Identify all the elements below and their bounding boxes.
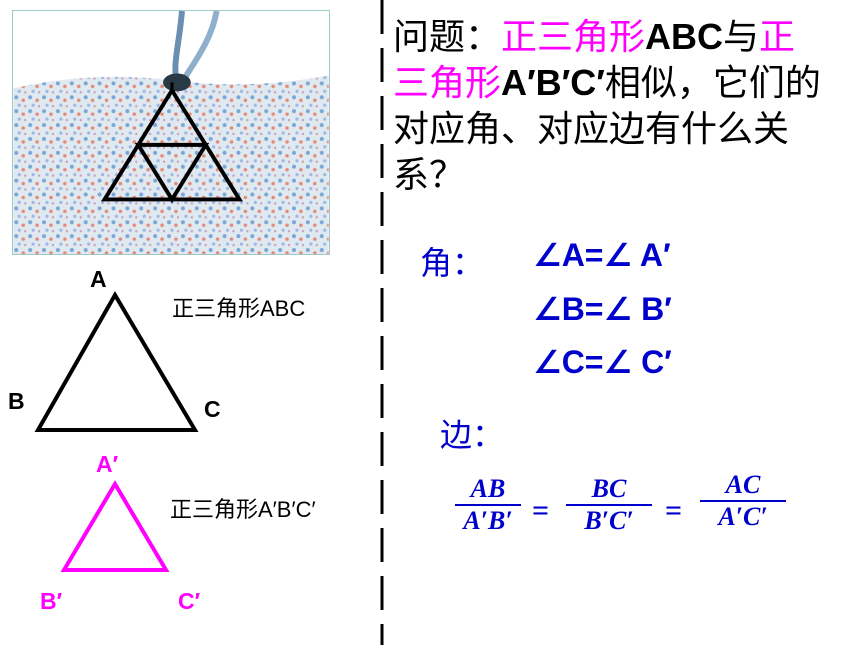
fraction-ac: AC A′C′	[700, 470, 786, 532]
vertex-b-label: B	[8, 388, 25, 414]
question-abc: ABC	[645, 16, 724, 57]
angle-line-c: ∠C=∠ C′	[533, 344, 672, 380]
fraction-ab-numerator: AB	[470, 474, 506, 503]
fraction-bc-numerator: BC	[591, 474, 627, 503]
question-rest: 相似，它们的	[604, 62, 821, 103]
question-line-3: 对应角、对应边有什么关	[393, 108, 790, 149]
question-text: 问题：正三角形ABC与正 三角形A′B′C′相似，它们的 对应角、对应边有什么关…	[393, 14, 853, 198]
fraction-bc: BC B′C′	[566, 474, 652, 536]
fraction-bc-denominator: B′C′	[584, 506, 634, 535]
question-triangle-2-start: 正	[759, 16, 796, 57]
fraction-ac-bar	[700, 500, 786, 502]
fraction-ac-numerator: AC	[725, 470, 761, 499]
fraction-ab-denominator: A′B′	[463, 506, 513, 535]
vertex-a-label: A	[90, 266, 107, 292]
question-abc-prime: A′B′C′	[501, 62, 605, 103]
vertex-b-prime-label: B′	[40, 588, 63, 614]
vertex-c-label: C	[204, 396, 221, 422]
angles-label: 角：	[420, 245, 485, 281]
angle-line-b: ∠B=∠ B′	[533, 291, 672, 327]
caption-triangle-abc: 正三角形ABC	[172, 296, 306, 321]
question-triangle-2-end: 三角形	[393, 62, 502, 103]
fraction-bc-bar	[566, 504, 652, 506]
equals-sign-2: =	[665, 494, 683, 527]
triangle-a-prime-b-prime-c-prime	[60, 480, 170, 572]
sides-label: 边：	[440, 417, 505, 453]
equals-sign-1: =	[532, 494, 550, 527]
vertical-divider	[380, 0, 384, 645]
pendant-photo	[12, 10, 330, 255]
triangle-abc	[34, 291, 199, 432]
caption-triangle-a-prime-b-prime-c-prime: 正三角形A′B′C′	[170, 497, 316, 522]
vertex-a-prime-label: A′	[96, 451, 119, 477]
angle-line-a: ∠A=∠ A′	[533, 237, 671, 273]
question-triangle-1: 正三角形	[501, 16, 646, 57]
fraction-ac-denominator: A′C′	[718, 502, 768, 531]
question-prefix: 问题：	[393, 16, 502, 57]
question-joiner: 与	[723, 16, 760, 57]
vertex-c-prime-label: C′	[178, 588, 201, 614]
fraction-ab: AB A′B′	[455, 474, 521, 536]
fraction-ab-bar	[455, 504, 521, 506]
question-line-4: 系？	[393, 154, 466, 195]
